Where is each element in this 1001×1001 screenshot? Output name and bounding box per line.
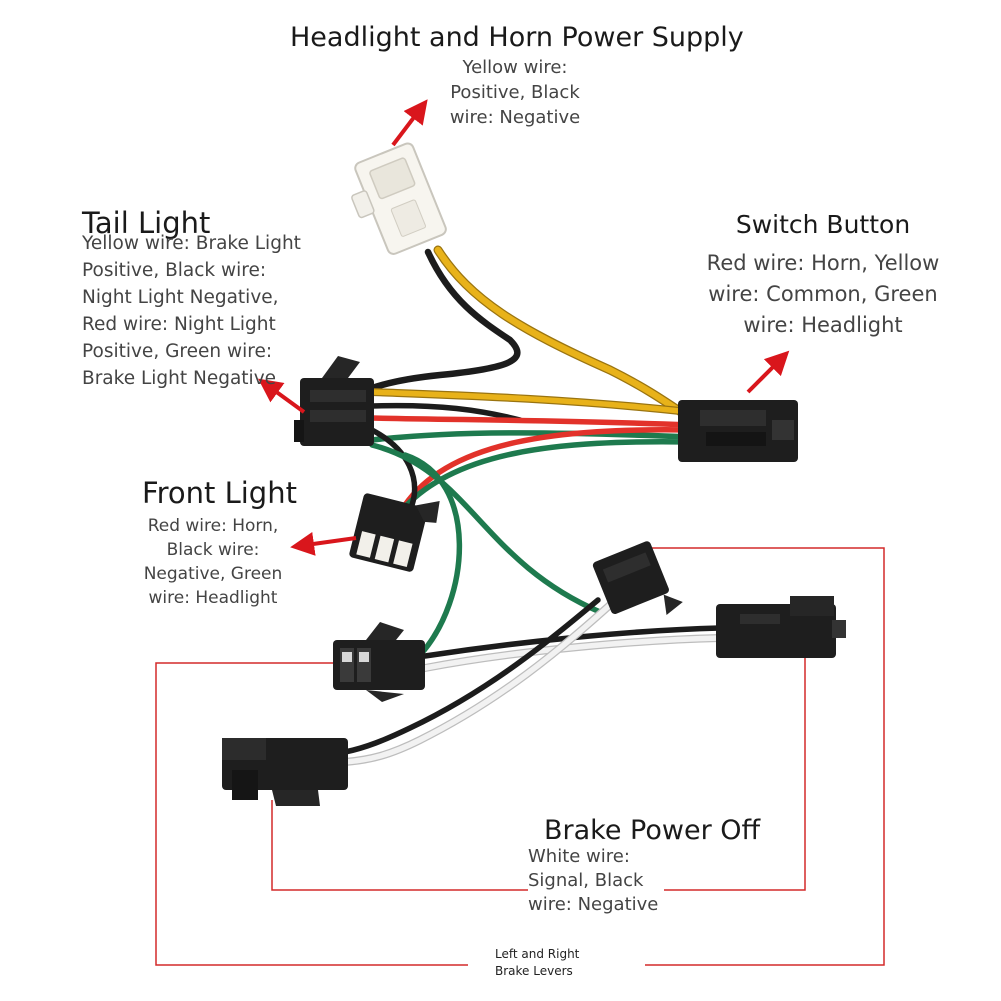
green-wire-front: [395, 439, 693, 518]
annotation-arrows: [258, 99, 790, 556]
switch-button-line: Red wire: Horn, Yellow: [706, 251, 940, 275]
tail-light-line: Positive, Black wire:: [82, 260, 267, 281]
black-wire-brake-a: [422, 625, 723, 659]
brake-power-off-line: wire: Negative: [528, 894, 659, 915]
headlight-supply-connector: [351, 142, 447, 255]
brake-levers-label: Left and Right Brake Levers: [495, 946, 579, 980]
tail-light-line: Yellow wire: Brake Light: [82, 233, 301, 254]
tail-light-line: Brake Light Negative: [82, 368, 277, 389]
green-wire-loop-b: [402, 452, 463, 658]
headlight-horn-line: Positive, Black: [450, 81, 580, 103]
arrow-switch: [746, 350, 790, 394]
tail-light-connector: [294, 356, 374, 446]
red-wire-tail: [369, 415, 693, 428]
brake-power-off-title: Brake Power Off: [544, 815, 761, 846]
front-light-description: Red wire: Horn, Black wire: Negative, Gr…: [136, 514, 290, 610]
red-wire-front: [402, 427, 693, 508]
arrow-headlight: [391, 99, 428, 147]
brake-power-off-description: White wire: Signal, Black wire: Negative: [528, 845, 665, 917]
green-wire-tail: [369, 430, 693, 443]
headlight-horn-line: Yellow wire:: [462, 57, 568, 78]
brake-connector-a: [592, 541, 683, 616]
brake-connector-b: [716, 596, 846, 658]
brake-power-off-line: White wire:: [528, 846, 630, 867]
front-light-line: Black wire:: [166, 540, 260, 560]
switch-button-line: wire: Headlight: [743, 313, 903, 337]
switch-button-connector: [678, 400, 798, 462]
brake-connector-d: [222, 738, 348, 806]
headlight-horn-line: wire: Negative: [449, 106, 581, 128]
brake-connector-c: [333, 622, 425, 702]
black-wire-front: [369, 427, 418, 508]
front-light-connector: [349, 493, 440, 572]
wire-bundle: [341, 245, 724, 766]
tail-light-description: Yellow wire: Brake Light Positive, Black…: [82, 230, 301, 392]
black-wire-tail: [369, 402, 523, 423]
front-light-title: Front Light: [142, 476, 297, 510]
front-light-line: Negative, Green: [143, 564, 283, 584]
tail-light-line: Red wire: Night Light: [82, 314, 276, 335]
switch-button-description: Red wire: Horn, Yellow wire: Common, Gre…: [690, 248, 956, 341]
headlight-horn-title: Headlight and Horn Power Supply: [290, 22, 744, 53]
headlight-horn-description: Yellow wire: Positive, Black wire: Negat…: [430, 56, 600, 130]
switch-button-line: wire: Common, Green: [708, 282, 938, 306]
arrow-tail-light: [258, 378, 306, 414]
tail-light-line: Positive, Green wire:: [82, 341, 273, 362]
brake-levers-line: Left and Right: [495, 947, 580, 961]
tail-light-line: Night Light Negative,: [82, 287, 279, 308]
front-light-line: wire: Headlight: [148, 588, 278, 608]
black-wire-brake-b: [342, 597, 601, 755]
front-light-line: Red wire: Horn,: [147, 516, 279, 536]
brake-levers-line: Brake Levers: [495, 964, 573, 978]
arrow-front-light: [290, 532, 357, 556]
brake-power-off-line: Signal, Black: [528, 870, 644, 891]
tail-light-title: Tail Light: [82, 206, 211, 240]
switch-button-title: Switch Button: [735, 210, 911, 239]
black-wire-supply: [368, 248, 521, 392]
